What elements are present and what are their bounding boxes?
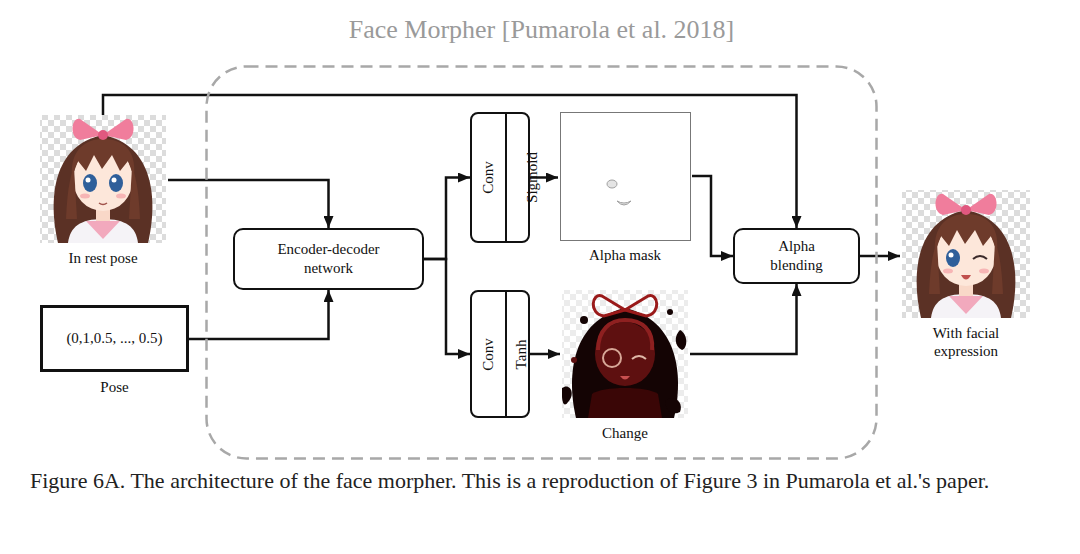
picture-label: In rest pose bbox=[38, 249, 168, 267]
character-figure bbox=[54, 119, 153, 243]
picture-label: Alpha mask bbox=[558, 246, 692, 264]
flow-arrow bbox=[189, 290, 329, 339]
flow-arrow bbox=[692, 176, 733, 256]
picture-label: Change bbox=[560, 424, 690, 442]
character-figure bbox=[917, 194, 1016, 318]
layer-block: ConvSigmoid bbox=[470, 112, 530, 243]
character-face bbox=[946, 249, 987, 280]
flow-arrow bbox=[530, 353, 560, 356]
operation-block: Alpha blending bbox=[733, 228, 860, 284]
vector-value: (0,1,0.5, ..., 0.5) bbox=[66, 330, 162, 347]
flow-arrow bbox=[424, 259, 470, 354]
picture-area bbox=[560, 290, 690, 418]
picture-area bbox=[900, 190, 1032, 318]
vector-box: (0,1,0.5, ..., 0.5) bbox=[40, 305, 189, 372]
module-boundary: Face Morpher [Pumarola et al. 2018]Encod… bbox=[205, 65, 878, 460]
block-label: Alpha blending bbox=[757, 237, 837, 275]
figure-caption: Figure 6A. The architecture of the face … bbox=[30, 466, 1045, 497]
change-picture bbox=[562, 290, 688, 418]
mask-mouth-spot bbox=[617, 201, 631, 205]
vector-label: Pose bbox=[40, 378, 189, 396]
layer-label: Tanh bbox=[513, 339, 530, 369]
transparent-ground bbox=[562, 290, 688, 418]
change-image: Change bbox=[560, 290, 690, 442]
block-label: Encoder-decoder network bbox=[266, 240, 391, 278]
layer-label: Sigmoid bbox=[523, 152, 540, 203]
network-block: Encoder-decoder network bbox=[233, 228, 424, 290]
flow-arrow bbox=[690, 284, 797, 354]
input-image: In rest pose bbox=[38, 115, 168, 267]
transparent-ground bbox=[902, 190, 1030, 318]
flow-arrow bbox=[168, 180, 329, 228]
picture-label: With facial expression bbox=[900, 324, 1032, 360]
dashed-outline bbox=[207, 67, 877, 459]
layer-part: Sigmoid bbox=[507, 114, 558, 241]
flow-arrow bbox=[424, 178, 470, 260]
mask-frame bbox=[561, 113, 691, 241]
layer-block: Conv Tanh bbox=[470, 290, 530, 418]
rest-pose-picture bbox=[40, 115, 166, 243]
group-title: Face Morpher [Pumarola et al. 2018] bbox=[205, 15, 878, 45]
picture-area bbox=[558, 112, 692, 240]
picture-area bbox=[38, 115, 168, 243]
layer-part: Tanh bbox=[507, 292, 537, 416]
mask-image: Alpha mask bbox=[558, 112, 692, 264]
character-face bbox=[83, 174, 123, 205]
layer-label: Conv bbox=[480, 338, 497, 371]
alpha-mask-picture bbox=[561, 113, 691, 241]
output-image: With facial expression bbox=[900, 190, 1032, 360]
mask-eye-spot bbox=[607, 180, 617, 188]
transparent-ground bbox=[40, 115, 166, 243]
pose-vector: (0,1,0.5, ..., 0.5) Pose bbox=[40, 305, 189, 396]
flow-arrow bbox=[860, 255, 900, 258]
layer-label: Conv bbox=[480, 161, 497, 194]
expression-picture bbox=[902, 190, 1030, 318]
layer-part: Conv bbox=[472, 114, 507, 241]
layer-part: Conv bbox=[472, 292, 507, 416]
